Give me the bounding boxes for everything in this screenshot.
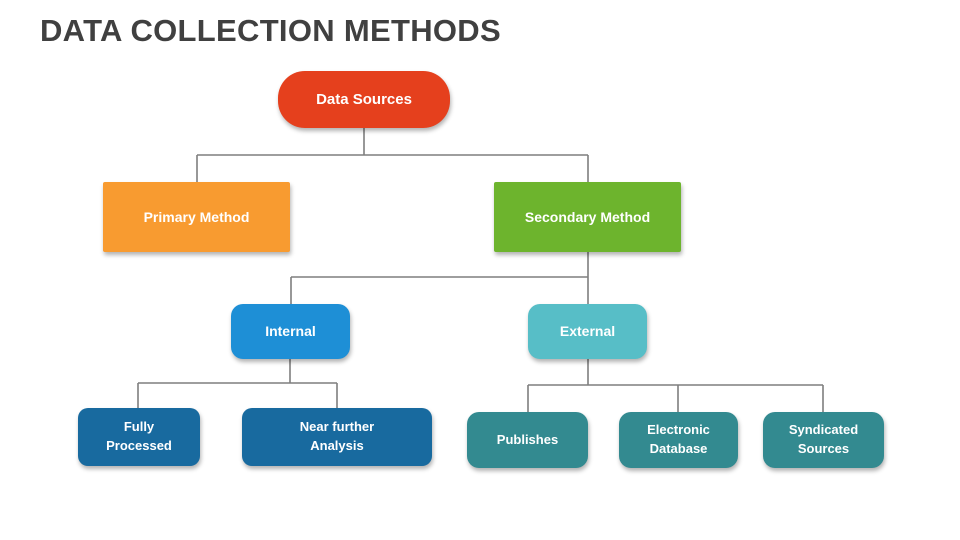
node-secondary-method-label: Secondary Method [524,208,651,225]
node-secondary-method: Secondary Method [494,182,681,252]
node-publishes: Publishes [467,412,588,468]
connector-secondary-to-internal-external [290,252,589,304]
connector-data-sources-to-methods [196,128,589,182]
node-fully-processed: Fully Processed [78,408,200,466]
node-external-label: External [559,323,616,340]
node-syndicated-sources-label: Syndicated Sources [788,422,859,456]
node-publishes-label: Publishes [496,431,559,447]
node-primary-method-label: Primary Method [143,208,250,225]
node-data-sources: Data Sources [278,71,450,128]
node-electronic-database-label: Electronic Database [647,422,710,456]
node-near-further-analysis-label: Near further Analysis [299,419,375,453]
node-data-sources-label: Data Sources [316,90,412,108]
node-internal-label: Internal [265,323,316,340]
node-internal: Internal [231,304,350,359]
node-external: External [528,304,647,359]
node-primary-method: Primary Method [103,182,290,252]
page-title: DATA COLLECTION METHODS [40,13,501,48]
connector-internal-to-children [137,359,338,408]
node-electronic-database: Electronic Database [619,412,738,468]
node-syndicated-sources: Syndicated Sources [763,412,884,468]
node-fully-processed-label: Fully Processed [106,419,172,453]
node-near-further-analysis: Near further Analysis [242,408,432,466]
connector-external-to-children [527,359,824,412]
